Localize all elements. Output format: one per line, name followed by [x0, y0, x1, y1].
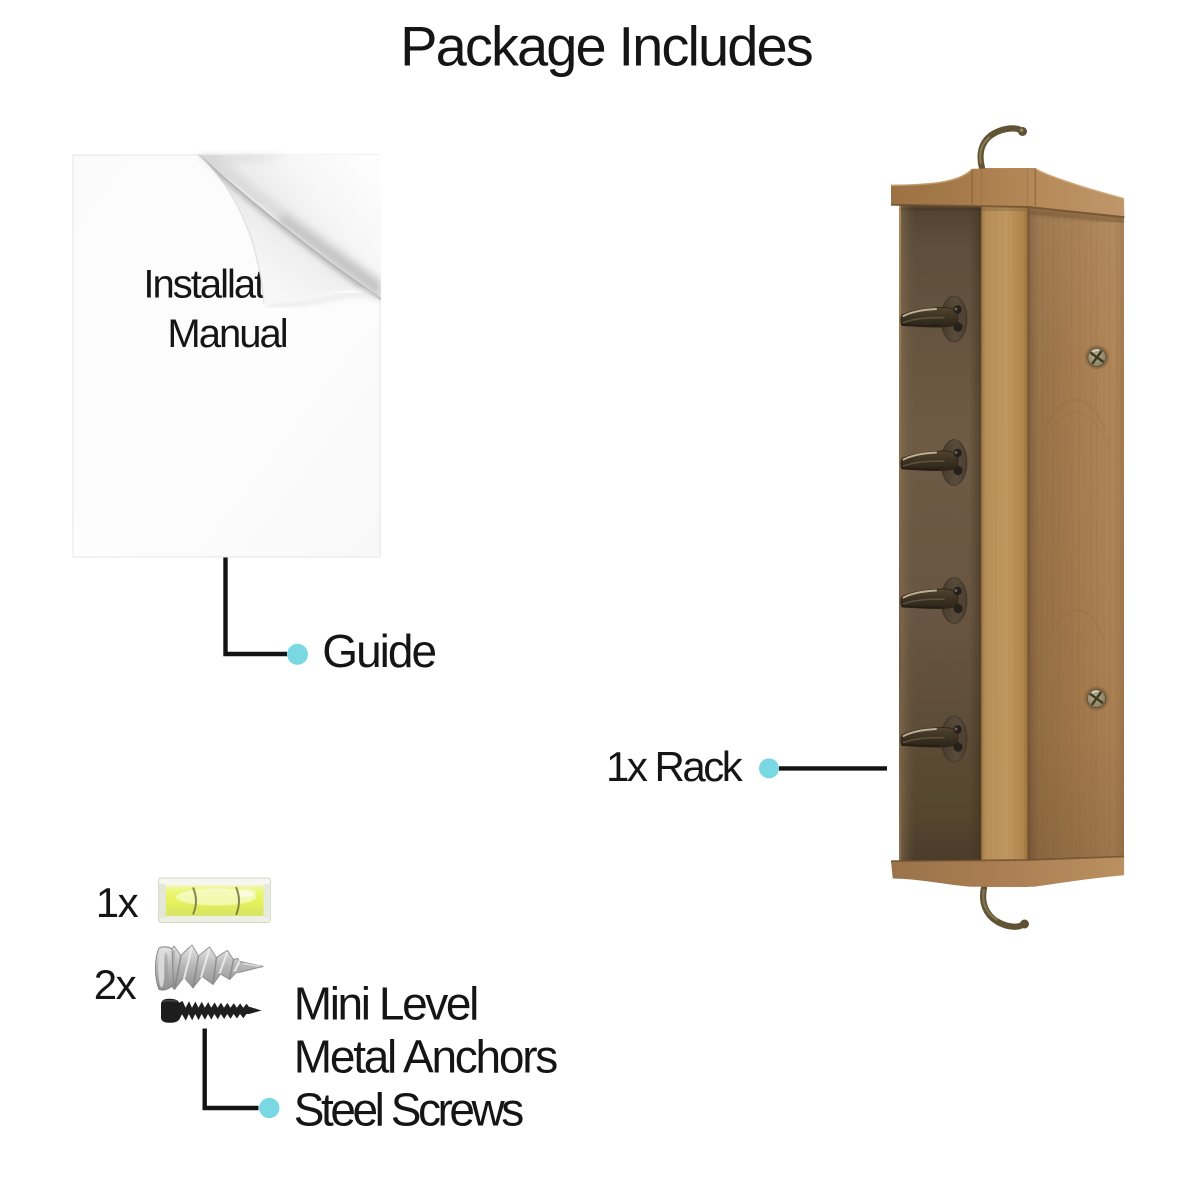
svg-text:Guide: Guide — [322, 625, 435, 677]
svg-text:Metal Anchors: Metal Anchors — [294, 1030, 557, 1082]
svg-text:Steel Screws: Steel Screws — [294, 1083, 523, 1135]
svg-text:Mini Level: Mini Level — [294, 977, 477, 1029]
svg-text:Manual: Manual — [167, 312, 286, 356]
svg-text:Package Includes: Package Includes — [400, 15, 812, 78]
svg-text:1x Rack: 1x Rack — [606, 743, 744, 790]
svg-text:1x: 1x — [96, 879, 139, 926]
svg-text:2x: 2x — [94, 961, 137, 1008]
